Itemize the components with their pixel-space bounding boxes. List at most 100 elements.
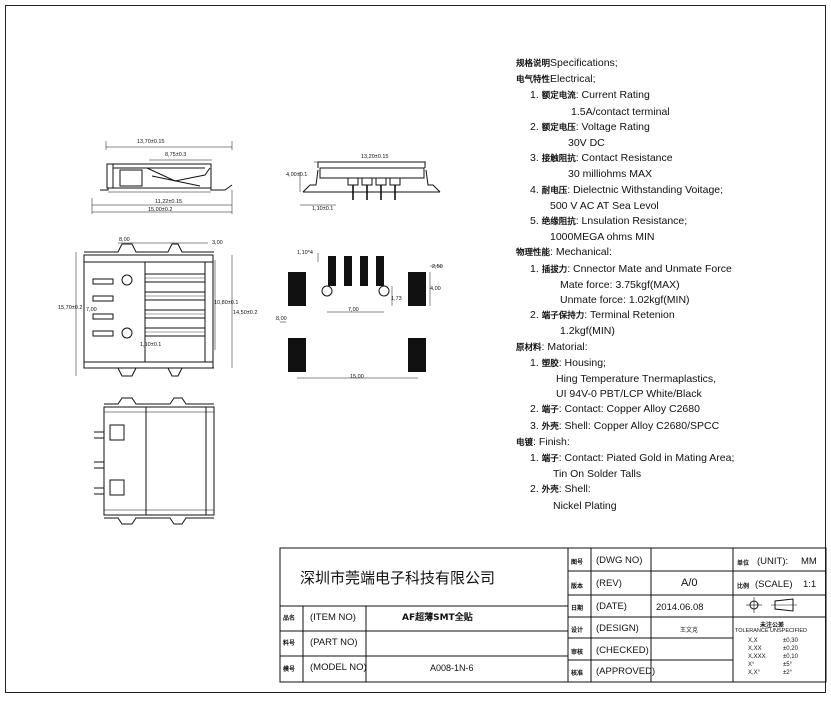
unit-cn: 单位: [737, 560, 750, 567]
row-label: (DWG NO): [596, 555, 643, 566]
item-value: 30V DC: [568, 137, 605, 150]
row-cn: 日期: [571, 605, 584, 612]
row-label: (MODEL NO): [310, 662, 367, 673]
row-cn: 品名: [283, 615, 296, 622]
item-value: UI 94V-0 PBT/LCP White/Black: [556, 388, 702, 401]
item-cn: 额定电压: [541, 122, 576, 133]
item-cn: 耐电压: [541, 185, 568, 196]
tolerance-cn: 未注公差: [760, 622, 785, 629]
row-cn: 设计: [571, 627, 584, 634]
item-label: : Voltage Rating: [575, 120, 650, 133]
rev-value: A/0: [681, 577, 698, 589]
drawing-sheet-border: [5, 5, 826, 693]
dim-label: 13,20±0.15: [361, 154, 389, 160]
dim-label: 14,50±0.2: [233, 310, 258, 316]
item-number: 4.: [530, 183, 539, 196]
item-value: 1.5A/contact terminal: [571, 105, 670, 118]
row-label: (CHECKED): [596, 645, 649, 656]
item-value: 500 V AC AT Sea Levol: [550, 199, 659, 212]
item-number: 5.: [530, 215, 539, 228]
tolerance-key: X,X°: [748, 670, 761, 676]
mechanical-cn: 物理性能: [516, 248, 551, 259]
item-cn: 端子: [541, 454, 559, 465]
dim-label: 4,00±0.1: [286, 172, 308, 178]
finish-label: : Finish:: [533, 435, 570, 448]
row-label: (DATE): [596, 601, 627, 612]
item-cn: 端子: [541, 405, 559, 416]
item-no-value: AF超薄SMT全贴: [402, 613, 473, 623]
item-value: Unmate force: 1.02kgf(MIN): [560, 294, 690, 307]
item-cn: 外壳: [541, 421, 559, 432]
item-value: Mate force: 3.75kgf(MAX): [560, 278, 680, 291]
model-no-value: A008-1N-6: [430, 663, 474, 673]
item-cn: 外壳: [541, 485, 559, 496]
scale-label: (SCALE): [755, 579, 793, 590]
item-cn: 接触阻抗: [541, 154, 576, 165]
dim-label: 3,00: [212, 240, 223, 246]
dim-label: 15,00: [350, 374, 364, 380]
item-label: : Cnnector Mate and Unmate Force: [567, 262, 732, 275]
tolerance-key: X,X: [748, 638, 758, 644]
item-number: 2.: [530, 120, 539, 133]
item-value: 1000MEGA ohms MIN: [550, 231, 655, 244]
tolerance-value: ±0,10: [783, 654, 798, 660]
tolerance-value: ±0,20: [783, 646, 798, 652]
tolerance-value: ±0,30: [783, 638, 798, 644]
item-number: 1.: [530, 452, 539, 465]
row-label: (APPROVED): [596, 666, 656, 677]
item-number: 2.: [530, 309, 539, 322]
pcb-layout-drawing: [280, 253, 442, 379]
item-label: : Contact: Piated Gold in Mating Area;: [558, 452, 735, 465]
dim-label: 4,00: [430, 286, 441, 292]
row-cn: 图号: [571, 559, 584, 566]
front-view-drawing: [299, 161, 441, 206]
row-label: (ITEM NO): [310, 612, 356, 623]
company-name: 深圳市莞端电子科技有限公司: [300, 569, 496, 587]
item-label: : Housing;: [558, 356, 606, 369]
item-cn: 绝缘阻抗: [541, 217, 576, 228]
spec-header: Specifications;: [550, 57, 618, 69]
bottom-view-drawing: [94, 397, 215, 525]
dim-label: 8,00: [276, 316, 287, 322]
row-label: (DESIGN): [596, 623, 639, 634]
item-number: 1.: [530, 89, 539, 102]
item-value: 30 milliohms MAX: [568, 168, 653, 181]
dim-label: 8,75±0.3: [165, 152, 187, 158]
tolerance-key: X°: [748, 662, 755, 668]
item-label: : Shell: Copper Alloy C2680/SPCC: [558, 419, 720, 432]
item-cn: 塑胶: [541, 358, 559, 369]
item-value: Hing Temperature Tnermaplastics,: [556, 373, 717, 386]
item-cn: 额定电流: [541, 91, 576, 102]
dim-label: 1,10±0.1: [140, 342, 162, 348]
item-number: 3.: [530, 419, 539, 432]
item-value: 1.2kgf(MIN): [560, 325, 615, 338]
item-number: 2.: [530, 483, 539, 496]
scale-cn: 比例: [737, 583, 750, 590]
row-cn: 版本: [571, 583, 584, 590]
item-cn: 插拔力: [541, 264, 568, 275]
item-number: 3.: [530, 152, 539, 165]
material-label: : Matorial:: [541, 340, 588, 353]
item-label: : Lnsulation Resistance;: [575, 215, 688, 228]
item-cn: 端子保持力: [541, 311, 585, 322]
title-block-grid: [279, 547, 827, 683]
row-cn: 模号: [283, 666, 296, 673]
tolerance-value: ±2°: [783, 670, 793, 676]
spec-header-cn: 规格说明: [516, 59, 551, 69]
item-value: Nickel Plating: [553, 499, 617, 512]
dim-label: 11,22±0.15: [155, 199, 183, 205]
electrical-cn: 电气特性: [516, 75, 551, 86]
tolerance-key: X,XX: [748, 646, 762, 652]
item-label: : Contact Resistance: [575, 152, 673, 165]
row-label: (PART NO): [310, 637, 358, 648]
tolerance-label: TOLERANCE UNSPECIFIED: [735, 628, 808, 634]
dim-label: 2,50: [432, 264, 443, 270]
row-label: (REV): [596, 578, 622, 589]
row-cn: 料号: [283, 640, 296, 647]
dim-label: 10,80±0.1: [214, 300, 239, 306]
dim-label: 8,00: [119, 237, 130, 243]
top-view-drawing: [75, 242, 233, 377]
side-view-drawing: [91, 141, 233, 214]
dim-label: 7,00: [348, 307, 359, 313]
